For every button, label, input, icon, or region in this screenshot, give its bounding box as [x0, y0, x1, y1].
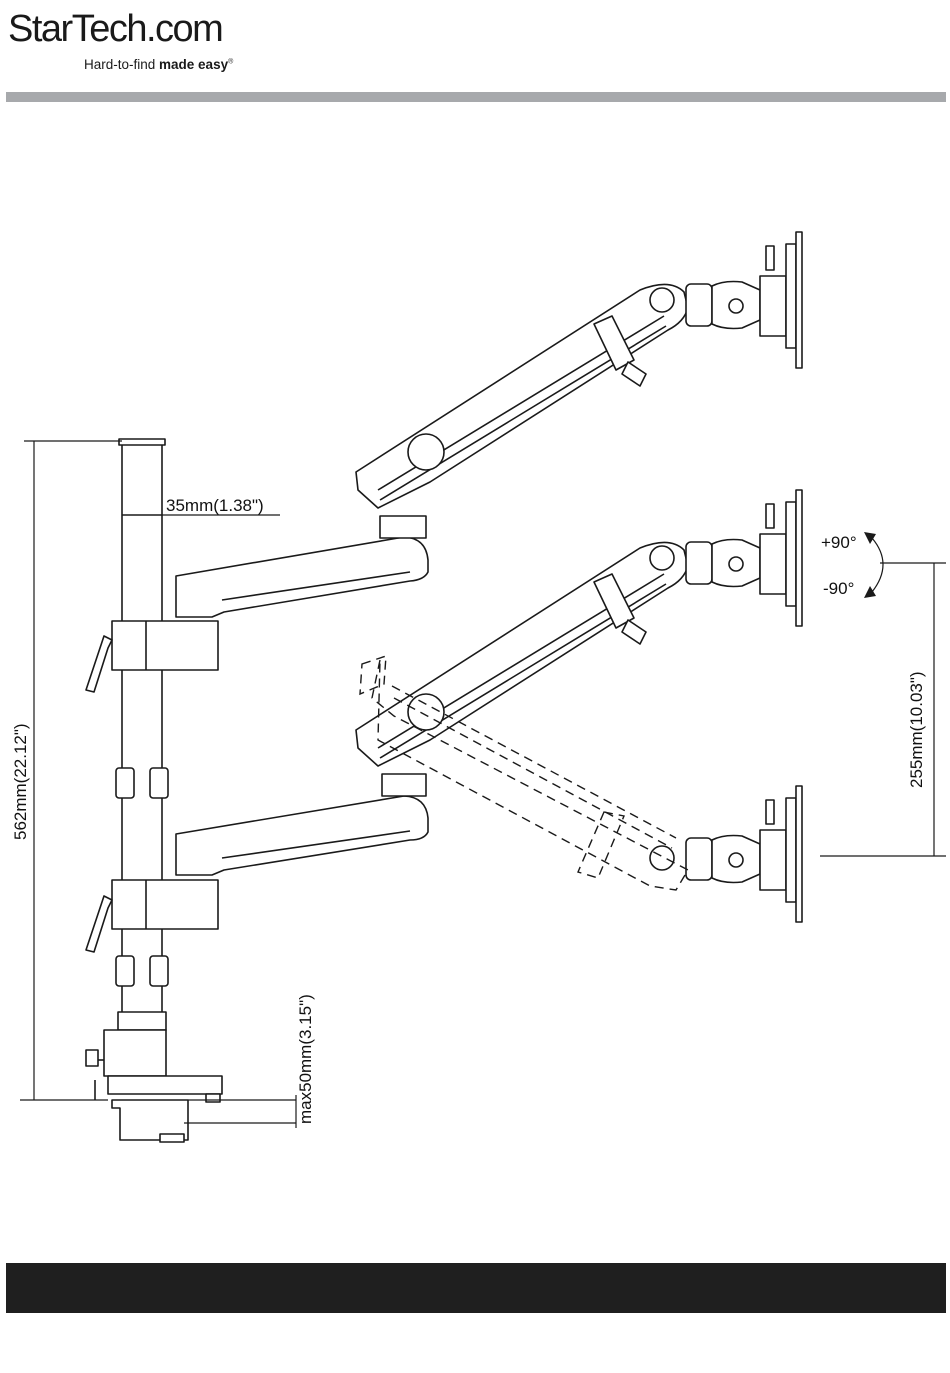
lower-extension-arm	[176, 774, 428, 875]
tilt-up-label: +90°	[821, 533, 857, 552]
upper-extension-arm	[176, 516, 428, 617]
middle-tilt-head	[686, 490, 802, 626]
tilt-rotation-arrow	[872, 538, 883, 592]
pole-diameter-label: 35mm(1.38")	[166, 496, 264, 515]
total-height-label: 562mm(22.12")	[11, 723, 30, 840]
upper-gas-spring-arm	[356, 284, 688, 508]
lowered-arm-ghost	[360, 656, 688, 890]
desk-thickness-label: max50mm(3.15")	[296, 994, 315, 1124]
height-adjust-label: 255mm(10.03")	[907, 671, 926, 788]
lowered-tilt-head	[650, 786, 802, 922]
upper-tilt-head	[686, 232, 802, 368]
pole	[119, 439, 165, 1021]
total-height-dimension-line	[20, 441, 122, 1100]
desk-thickness-dimension-line	[184, 1095, 296, 1128]
tilt-down-label: -90°	[823, 579, 854, 598]
footer-bar	[6, 1263, 946, 1313]
height-adjust-dimension-line	[820, 563, 946, 856]
